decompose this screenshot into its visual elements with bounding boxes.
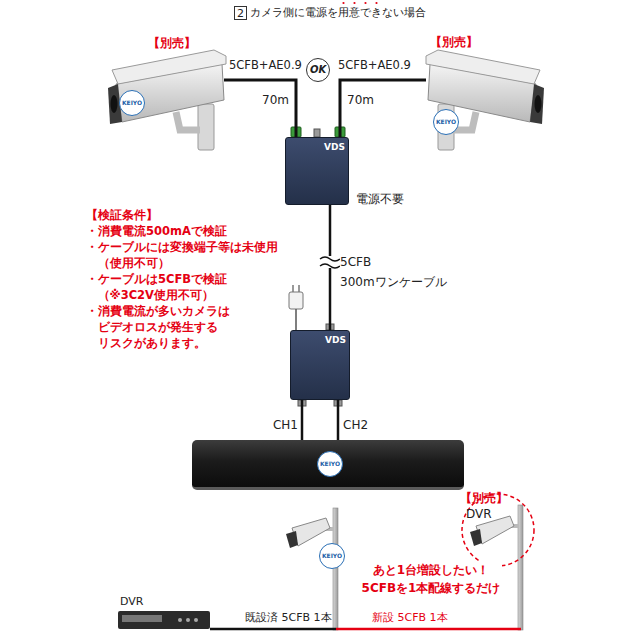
device-brand: VDS	[325, 335, 346, 346]
camera-illustration	[426, 50, 540, 84]
callout-text: あと1台増設したい！ 5CFBを1本配線するだけ	[360, 561, 502, 597]
edge-label: CH1	[268, 418, 298, 432]
camera-illustration	[535, 95, 542, 113]
device-name: DVR	[466, 507, 492, 521]
cable-note: 新設 5CFB 1本	[372, 611, 448, 624]
small-dvr	[118, 611, 210, 629]
cable-spec: 5CFB+AE0.9	[338, 59, 411, 73]
ok-badge: OK	[306, 58, 330, 82]
note-item: ・消費電流500mAで検証	[86, 223, 282, 239]
emphasis-dots	[342, 2, 377, 4]
edge-label: 5CFB 300mワンケーブル	[340, 252, 452, 292]
camera-box: KEIYO	[106, 46, 224, 152]
emphasis-dots	[375, 2, 377, 4]
cable-connector	[301, 400, 304, 440]
power-adapter	[295, 309, 297, 330]
cable-break-symbol	[320, 264, 340, 268]
device-brand: VDS	[324, 142, 345, 153]
power-adapter	[298, 285, 300, 292]
verification-notes: 【検証条件】・消費電流500mAで検証・ケーブルには変換端子等は未使用 （使用不…	[86, 207, 282, 351]
emphasis-dots	[364, 2, 366, 4]
device-name: DVR	[120, 595, 143, 608]
sold-separately: 【別売】	[460, 491, 508, 505]
camera-illustration	[176, 112, 200, 130]
note-item: ・ケーブルには変換端子等は未使用 （使用不可）	[86, 239, 282, 271]
camera-illustration	[530, 84, 544, 124]
note-heading: 【検証条件】	[86, 207, 282, 223]
cable-connector	[337, 400, 340, 440]
sold-separately: 【別売】	[148, 36, 196, 50]
note-item: ・消費電流が多いカメラは ビデオロスが発生する リスクがあります。	[86, 303, 282, 351]
cable-break-symbol	[320, 257, 340, 261]
new-cable	[336, 628, 521, 631]
existing-cable	[210, 628, 336, 631]
small-dvr	[122, 615, 162, 622]
pole-camera	[333, 508, 338, 630]
camera-illustration	[108, 50, 226, 150]
note-item: ・ケーブルは5CFBで検証 （※3C2V使用不可）	[86, 271, 282, 303]
camera-illustration	[426, 50, 544, 150]
brand-emblem: KEIYO	[319, 543, 345, 569]
brand-emblem: KEIYO	[119, 90, 145, 116]
power-adapter	[292, 285, 294, 292]
section-number: 2	[234, 6, 247, 20]
small-dvr	[186, 618, 190, 622]
edge-label: 70m	[347, 93, 374, 107]
camera-illustration	[111, 95, 118, 113]
edge-label: 70m	[262, 93, 289, 107]
cable-note: 既設済 5CFB 1本	[245, 611, 332, 624]
small-dvr	[118, 611, 210, 629]
emphasis-dots	[353, 2, 355, 4]
small-dvr	[178, 618, 182, 622]
small-dvr	[194, 618, 198, 622]
power-adapter	[289, 285, 303, 330]
power-adapter	[289, 292, 303, 309]
sold-separately: 【別売】	[430, 35, 478, 49]
camera-box: KEIYO	[426, 46, 544, 154]
edge-label: CH2	[343, 418, 368, 432]
diagram-title: カメラ側に電源を用意できない場合	[250, 6, 426, 19]
transmitter-box: VDS	[285, 137, 349, 205]
pole-camera	[518, 505, 523, 630]
pole-camera	[470, 529, 482, 546]
brand-emblem: KEIYO	[317, 451, 343, 477]
camera-illustration	[198, 104, 214, 150]
cable-connector	[224, 80, 296, 137]
cable-break-symbol	[319, 256, 341, 268]
bnc-connectors	[314, 129, 320, 137]
cable-break-symbol	[319, 256, 341, 268]
brand-emblem: KEIYO	[433, 109, 459, 135]
cable-spec: 5CFB+AE0.9	[229, 59, 302, 73]
power-note: 電源不要	[356, 192, 404, 206]
receiver-box: VDS	[290, 330, 350, 400]
dvr-box: KEIYO	[192, 440, 464, 490]
pole-camera	[292, 518, 330, 546]
ok-mark: OK	[310, 64, 326, 76]
camera-illustration	[112, 50, 226, 84]
cable-connector	[340, 80, 426, 137]
pole-camera	[286, 531, 298, 548]
emphasis-dots	[342, 2, 344, 4]
